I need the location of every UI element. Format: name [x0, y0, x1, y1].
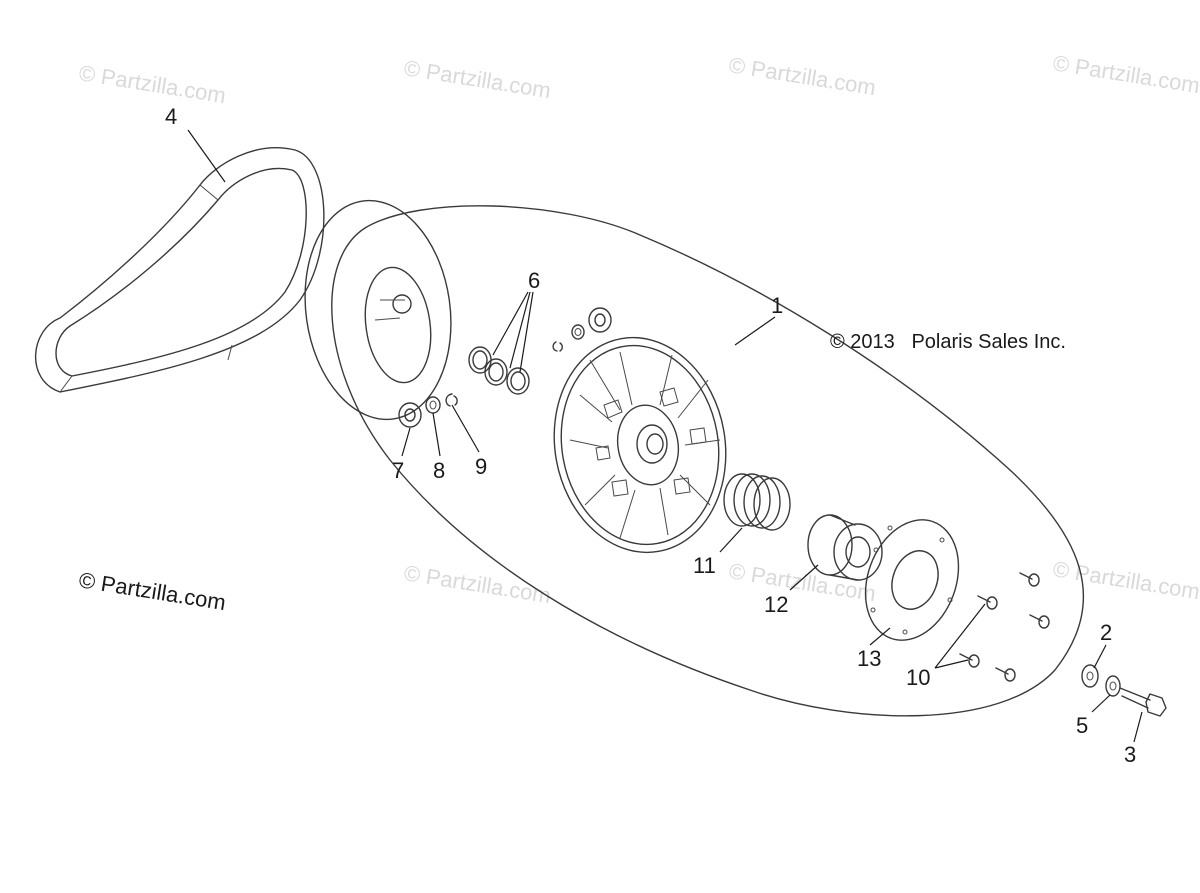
watermark: © Partzilla.com: [727, 558, 877, 606]
callout-1: 1: [771, 293, 783, 318]
spring-11: [723, 473, 791, 531]
watermark: © Partzilla.com: [402, 55, 552, 103]
copyright-notice: © 2013 Polaris Sales Inc.: [830, 331, 1066, 353]
watermark: © Partzilla.com: [77, 60, 227, 108]
callout-11: 11: [693, 553, 716, 578]
callout-3: 3: [1124, 742, 1136, 767]
screw-set-10: [959, 572, 1050, 682]
callout-8: 8: [433, 458, 445, 483]
bolt-3: [1119, 687, 1167, 717]
callout-10: 10: [906, 665, 930, 690]
drive-belt: [34, 147, 325, 393]
cam-12: [807, 514, 883, 581]
callout-13: 13: [857, 646, 881, 671]
clutch-assembly-outline: [331, 205, 1085, 717]
sheave-disc: [304, 199, 452, 421]
callout-12: 12: [764, 592, 788, 617]
washer-8: [425, 396, 441, 414]
washer-5: [1105, 675, 1121, 697]
callout-4: 4: [165, 104, 177, 129]
brand-label: © Partzilla.com: [77, 567, 227, 615]
watermark: © Partzilla.com: [1051, 50, 1200, 98]
callout-2: 2: [1100, 620, 1112, 645]
ring-set-6: [468, 307, 612, 395]
watermark: © Partzilla.com: [1051, 556, 1200, 604]
callout-7: 7: [392, 458, 404, 483]
movable-sheave: [553, 336, 727, 554]
cover-plate-13: [864, 519, 960, 641]
leader-lines: [187, 129, 1143, 743]
callout-6: 6: [528, 268, 540, 293]
callout-5: 5: [1076, 713, 1088, 738]
callout-9: 9: [475, 454, 487, 479]
washer-2: [1081, 664, 1099, 688]
bearing-7: [398, 402, 422, 428]
watermark: © Partzilla.com: [727, 52, 877, 100]
snap-ring-9: [445, 393, 458, 407]
